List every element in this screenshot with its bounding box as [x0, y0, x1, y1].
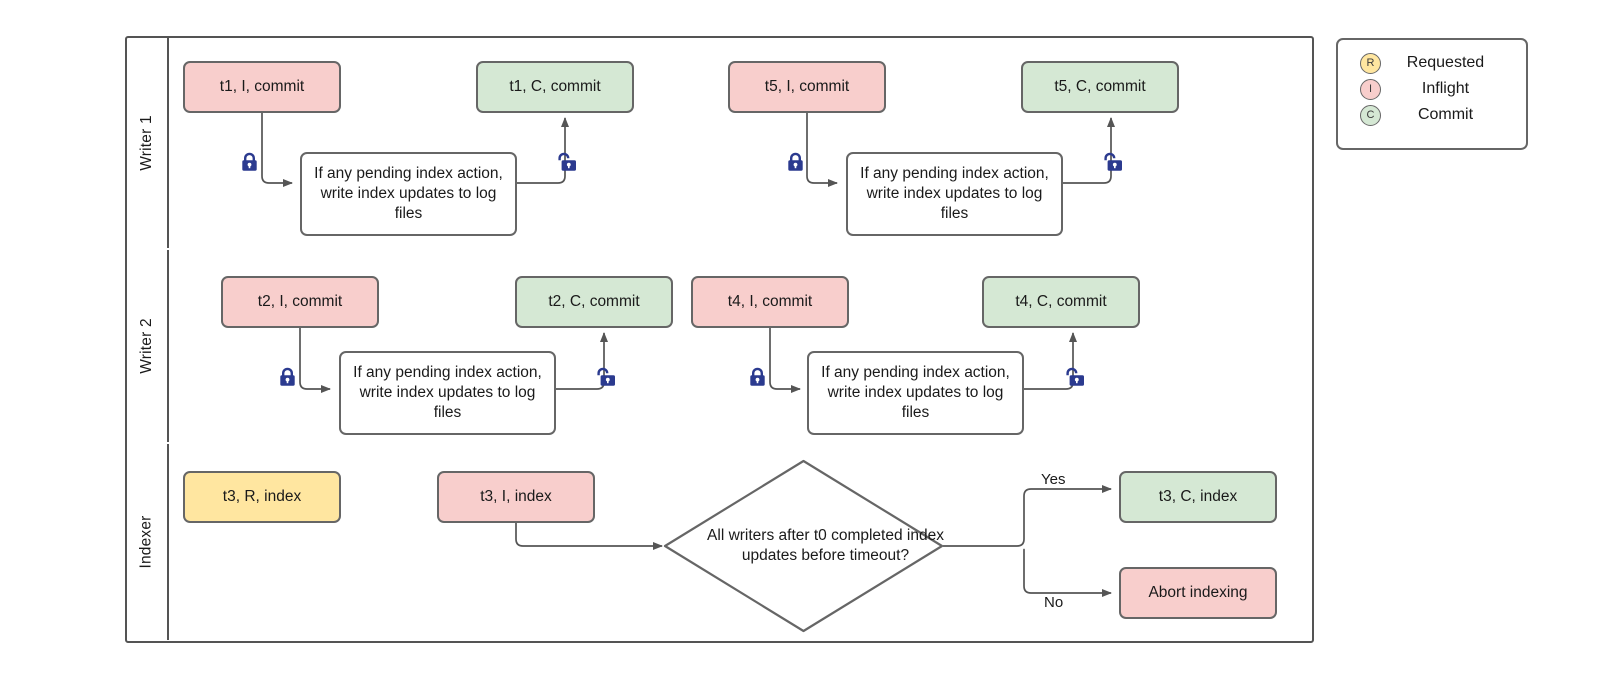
node-t5-inflight[interactable]: t5, I, commit	[728, 61, 886, 113]
lock-open-icon	[1104, 152, 1122, 171]
legend-panel: R Requested I Inflight C Commit	[1336, 38, 1528, 150]
node-writer1-index-task-b[interactable]: If any pending index action, write index…	[846, 152, 1063, 236]
lock-closed-icon	[242, 152, 257, 171]
lane-header-indexer: Indexer	[127, 444, 169, 640]
node-t3-commit[interactable]: t3, C, index	[1119, 471, 1277, 523]
lane-title-indexer: Indexer	[138, 515, 156, 569]
lane-title-writer1: Writer 1	[138, 115, 156, 171]
diamond-shape	[663, 459, 944, 633]
lock-open-icon	[1066, 367, 1084, 386]
node-t3-inflight[interactable]: t3, I, index	[437, 471, 595, 523]
node-t1-commit[interactable]: t1, C, commit	[476, 61, 634, 113]
lock-open-icon	[558, 152, 576, 171]
badge-requested-icon: R	[1360, 52, 1381, 74]
node-decision-all-writers-completed[interactable]: All writers after t0 completed index upd…	[663, 459, 944, 633]
legend-item-commit: C Commit	[1360, 102, 1512, 128]
lane-header-writer1: Writer 1	[127, 38, 169, 248]
edge-label-no: No	[1044, 594, 1064, 611]
legend-label-inflight: Inflight	[1421, 80, 1470, 97]
node-abort-indexing[interactable]: Abort indexing	[1119, 567, 1277, 619]
node-t3-requested[interactable]: t3, R, index	[183, 471, 341, 523]
legend-item-inflight: I Inflight	[1360, 76, 1512, 102]
lock-open-icon	[597, 367, 615, 386]
legend-item-requested: R Requested	[1360, 50, 1512, 76]
node-t4-inflight[interactable]: t4, I, commit	[691, 276, 849, 328]
legend-label-requested: Requested	[1406, 54, 1485, 71]
lane-title-writer2: Writer 2	[138, 318, 156, 374]
decision-label: All writers after t0 completed index upd…	[707, 526, 944, 564]
lock-closed-icon	[280, 367, 295, 386]
legend-label-commit: Commit	[1417, 106, 1474, 123]
badge-commit-icon: C	[1360, 104, 1381, 126]
node-t2-commit[interactable]: t2, C, commit	[515, 276, 673, 328]
lane-header-writer2: Writer 2	[127, 250, 169, 442]
node-writer2-index-task-b[interactable]: If any pending index action, write index…	[807, 351, 1024, 435]
node-writer2-index-task-a[interactable]: If any pending index action, write index…	[339, 351, 556, 435]
edge-label-yes: Yes	[1041, 471, 1066, 488]
lock-closed-icon	[788, 152, 803, 171]
badge-inflight-icon: I	[1360, 78, 1381, 100]
node-t5-commit[interactable]: t5, C, commit	[1021, 61, 1179, 113]
node-writer1-index-task-a[interactable]: If any pending index action, write index…	[300, 152, 517, 236]
lock-closed-icon	[750, 367, 765, 386]
node-t4-commit[interactable]: t4, C, commit	[982, 276, 1140, 328]
node-t1-inflight[interactable]: t1, I, commit	[183, 61, 341, 113]
node-t2-inflight[interactable]: t2, I, commit	[221, 276, 379, 328]
